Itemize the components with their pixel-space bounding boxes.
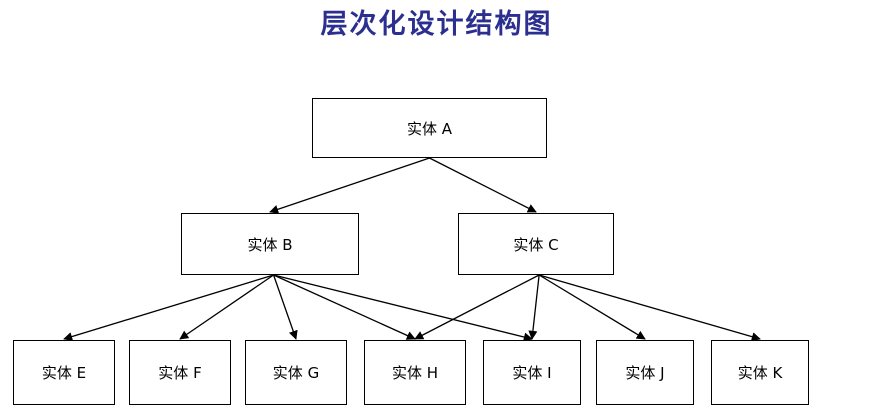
node-entity-k: 实体 K: [711, 340, 809, 405]
node-entity-j: 实体 J: [596, 340, 694, 405]
edge-a-b: [269, 157, 430, 214]
edge-b-g: [272, 274, 298, 340]
node-entity-g: 实体 G: [245, 340, 347, 405]
node-entity-i: 实体 I: [483, 340, 581, 405]
node-entity-b: 实体 B: [181, 213, 359, 275]
node-entity-c: 实体 C: [458, 213, 614, 275]
node-entity-e: 实体 E: [13, 340, 115, 405]
edge-b-f: [179, 274, 274, 340]
edge-a-c: [429, 157, 537, 213]
node-entity-a: 实体 A: [312, 98, 547, 158]
edge-b-i: [273, 274, 533, 342]
edge-c-h: [414, 274, 540, 340]
node-entity-f: 实体 F: [129, 340, 231, 405]
edge-c-j: [538, 274, 646, 340]
node-entity-h: 实体 H: [364, 340, 466, 405]
edge-c-k: [538, 274, 761, 342]
edge-c-i: [528, 274, 540, 340]
diagram-title: 层次化设计结构图: [320, 9, 553, 40]
edge-b-e: [63, 274, 274, 341]
edge-b-h: [273, 274, 416, 340]
